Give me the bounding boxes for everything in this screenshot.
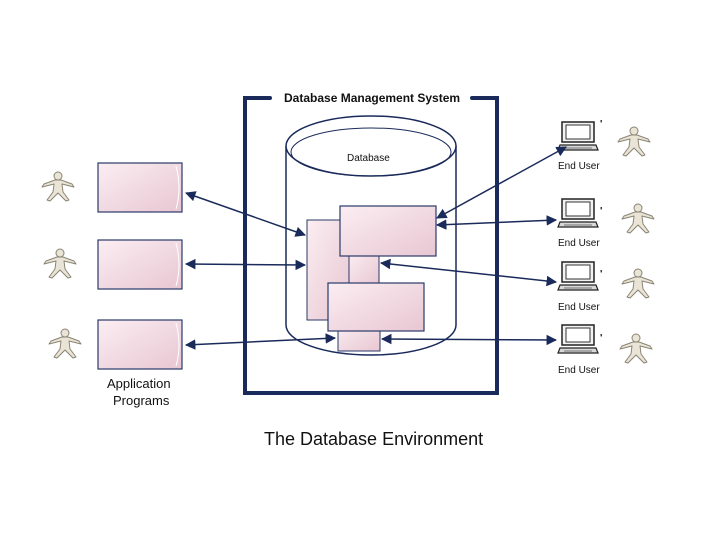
data-block-middle — [348, 252, 380, 286]
dbms-title: Database Management System — [284, 91, 460, 105]
arrow-database-to-end-user-3 — [379, 258, 558, 287]
arrow-database-to-end-user-4 — [380, 333, 558, 346]
arrow-database-to-end-user-2 — [435, 215, 558, 230]
computer-icon — [557, 261, 599, 291]
computer-mark: ' — [600, 119, 602, 130]
person-icon — [621, 268, 655, 299]
end-user-label-2: End User — [558, 238, 600, 249]
computer-mark: ' — [600, 269, 602, 280]
application-program-3 — [97, 319, 183, 370]
data-block-top — [339, 205, 437, 257]
person-icon — [48, 328, 82, 359]
arrow-app3-to-database — [184, 333, 337, 350]
application-program-1 — [97, 162, 183, 213]
dbms-frame — [243, 96, 499, 395]
computer-icon — [557, 121, 599, 151]
application-programs-label-line1: Application — [107, 376, 171, 391]
person-icon — [41, 171, 75, 202]
end-user-label-4: End User — [558, 365, 600, 376]
data-block-lower — [327, 282, 425, 332]
computer-icon — [557, 324, 599, 354]
person-icon — [43, 248, 77, 279]
person-icon — [619, 333, 653, 364]
application-program-2 — [97, 239, 183, 290]
arrow-database-to-end-user-1 — [436, 146, 567, 219]
diagram-caption: The Database Environment — [264, 429, 483, 449]
person-icon — [617, 126, 651, 157]
person-icon — [621, 203, 655, 234]
computer-mark: ' — [600, 206, 602, 217]
computer-icon — [557, 198, 599, 228]
end-user-label-1: End User — [558, 161, 600, 172]
database-label: Database — [347, 153, 390, 164]
application-programs-label-line2: Programs — [113, 393, 170, 408]
computer-mark: ' — [600, 333, 602, 344]
end-user-label-3: End User — [558, 302, 600, 313]
arrow-app2-to-database — [184, 258, 307, 271]
arrow-app1-to-database — [185, 191, 306, 237]
